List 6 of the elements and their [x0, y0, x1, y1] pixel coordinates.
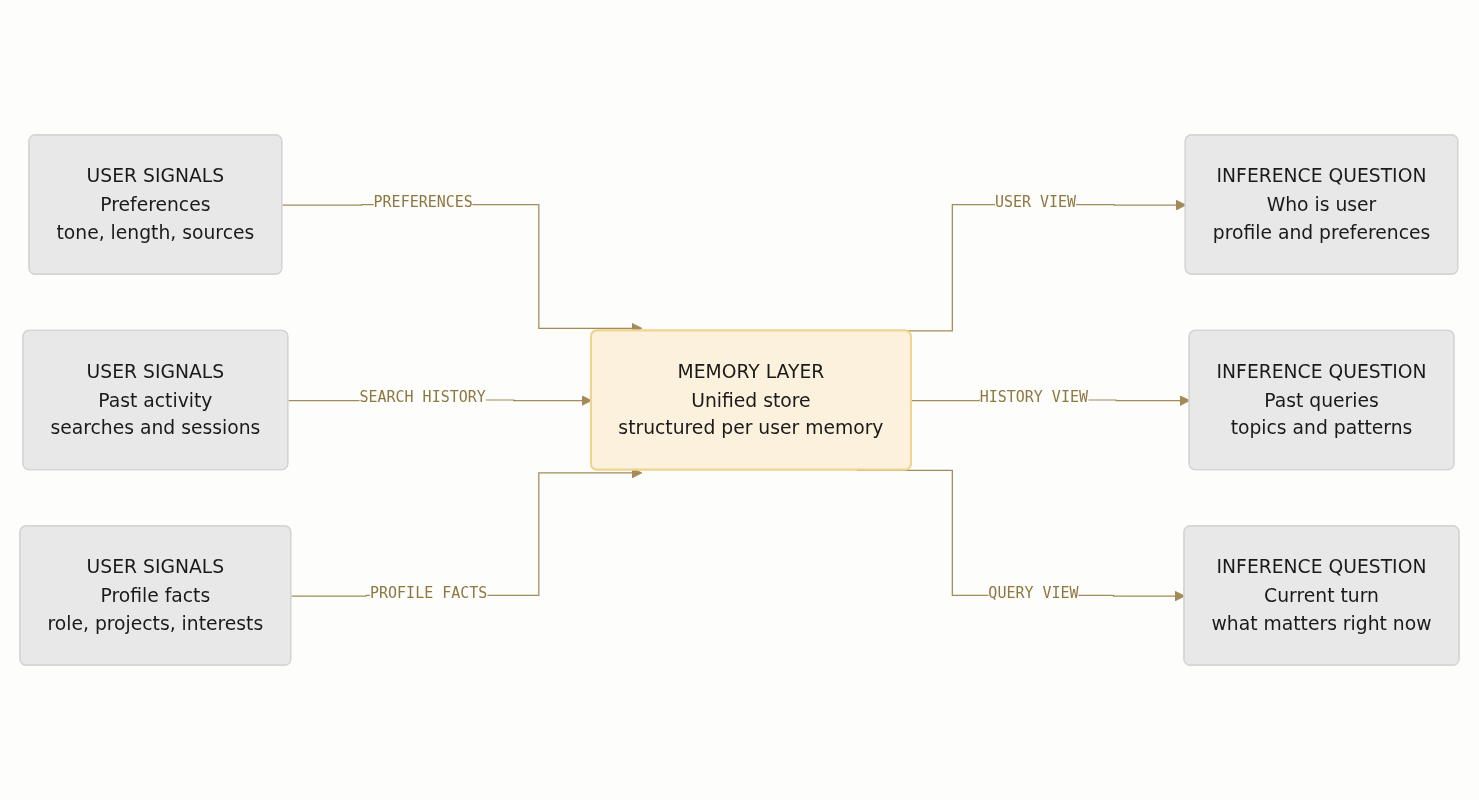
edge-label: USER VIEW: [994, 192, 1077, 211]
edge-label: HISTORY VIEW: [979, 388, 1088, 406]
edge-label: QUERY VIEW: [988, 583, 1079, 602]
edge-label: PREFERENCES: [373, 192, 473, 211]
edge-label: SEARCH HISTORY: [359, 388, 486, 406]
edge-label: PROFILE FACTS: [370, 583, 488, 602]
